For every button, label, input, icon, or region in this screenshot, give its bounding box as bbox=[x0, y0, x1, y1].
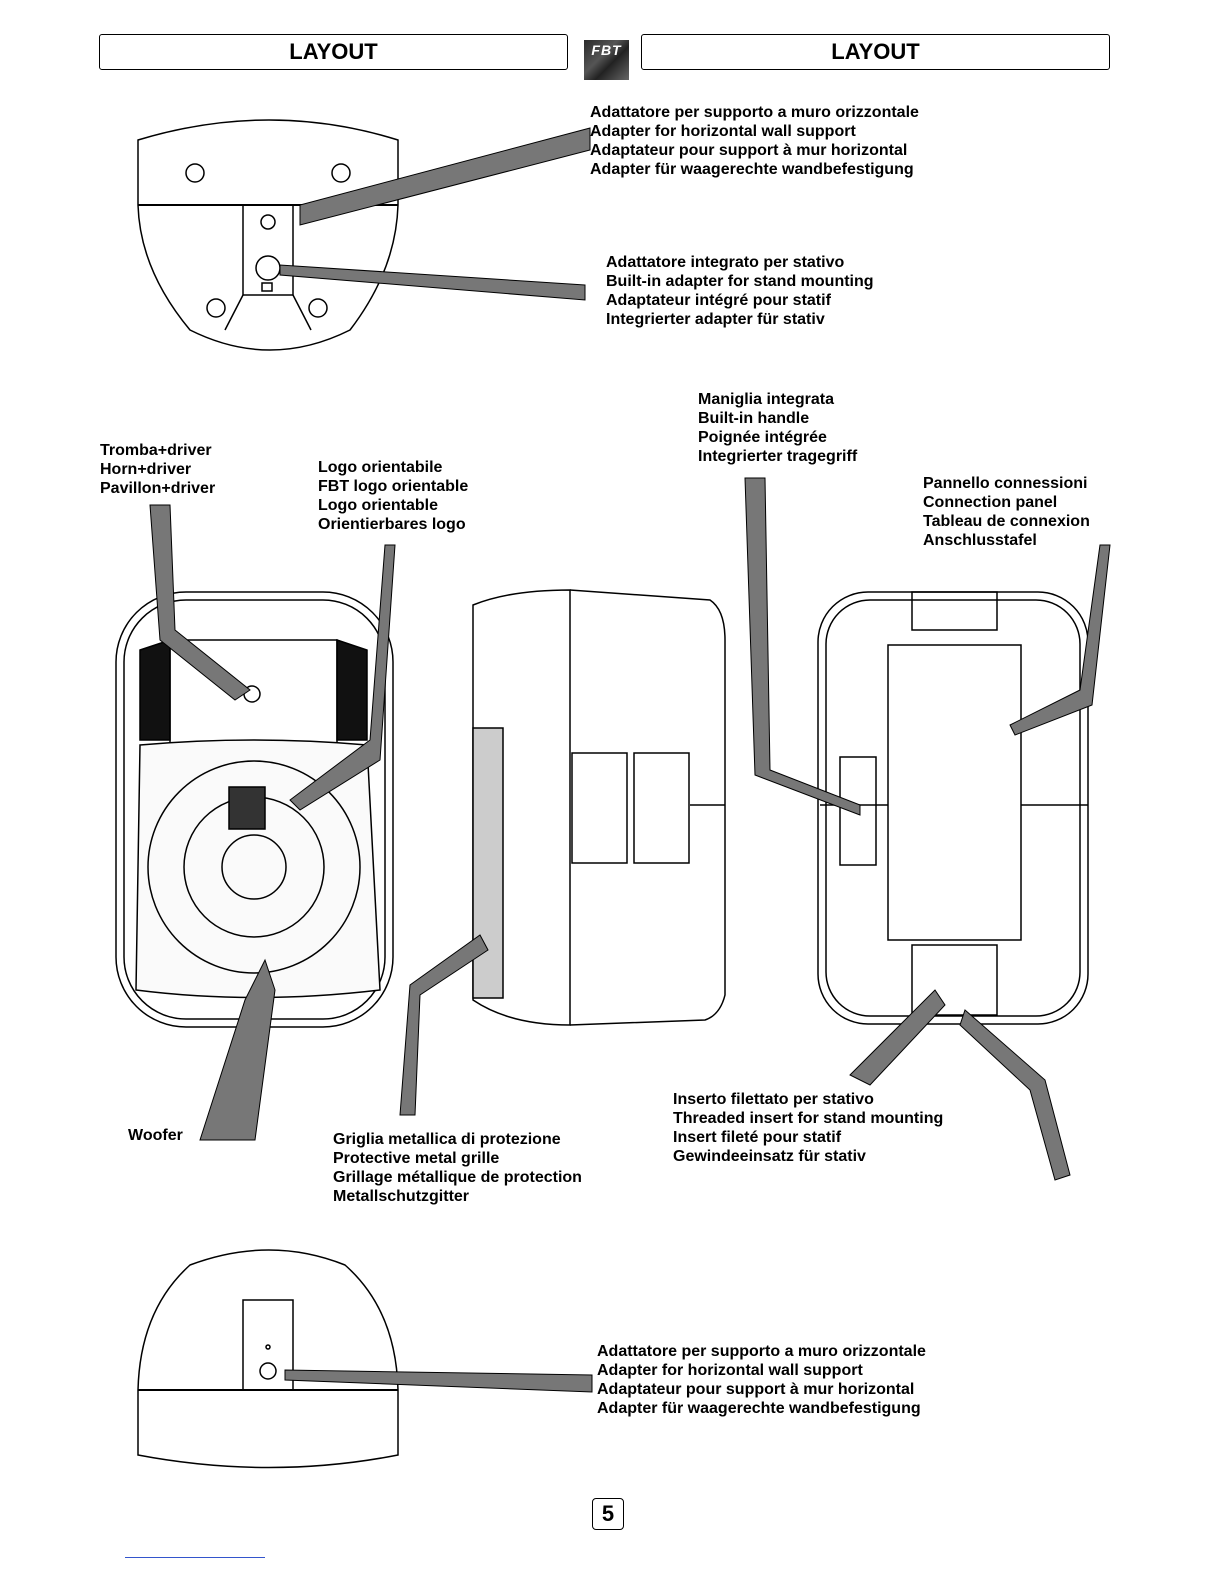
page-number-text: 5 bbox=[601, 1501, 615, 1526]
label-logo: Logo orientabile FBT logo orientable Log… bbox=[318, 458, 468, 534]
label-line: Built-in handle bbox=[698, 410, 810, 427]
arrow-insert-left bbox=[849, 989, 946, 1086]
fbt-logo-text: FBT bbox=[591, 42, 622, 58]
label-line: Logo orientable bbox=[318, 497, 438, 514]
label-line: Maniglia integrata bbox=[698, 391, 835, 408]
arrow-handle bbox=[744, 477, 861, 816]
page-number: 5 bbox=[592, 1498, 624, 1530]
front-view-drawing bbox=[115, 591, 394, 1028]
label-line: Inserto filettato per stativo bbox=[673, 1091, 874, 1108]
footer-line bbox=[125, 1557, 265, 1558]
label-handle: Maniglia integrata Built-in handle Poign… bbox=[698, 390, 857, 466]
label-line: Tableau de connexion bbox=[923, 513, 1090, 530]
label-threaded-insert: Inserto filettato per stativo Threaded i… bbox=[673, 1090, 943, 1166]
label-line: Protective metal grille bbox=[333, 1150, 500, 1167]
label-line: Griglia metallica di protezione bbox=[333, 1131, 561, 1148]
label-line: Built-in adapter for stand mounting bbox=[606, 273, 874, 290]
label-line: Tromba+driver bbox=[100, 442, 212, 459]
label-line: Anschlusstafel bbox=[923, 532, 1037, 549]
label-line: Woofer bbox=[128, 1127, 183, 1144]
label-woofer: Woofer bbox=[128, 1126, 183, 1145]
label-line: Adapter for horizontal wall support bbox=[597, 1362, 863, 1379]
label-grille: Griglia metallica di protezione Protecti… bbox=[333, 1130, 582, 1206]
label-line: Pavillon+driver bbox=[100, 480, 216, 497]
label-line: Adaptateur intégré pour statif bbox=[606, 292, 831, 309]
label-line: Threaded insert for stand mounting bbox=[673, 1110, 944, 1127]
label-line: Orientierbares logo bbox=[318, 516, 466, 533]
label-connection-panel: Pannello connessioni Connection panel Ta… bbox=[923, 474, 1090, 550]
label-line: Integrierter tragegriff bbox=[698, 448, 858, 465]
arrow-insert-right bbox=[959, 1009, 1071, 1181]
label-line: Grillage métallique de protection bbox=[333, 1169, 582, 1186]
header-right: LAYOUT bbox=[641, 34, 1110, 70]
header-left-title: LAYOUT bbox=[289, 39, 378, 64]
header-right-title: LAYOUT bbox=[831, 39, 920, 64]
top-view-drawing bbox=[137, 119, 399, 351]
label-line: Adaptateur pour support à mur horizontal bbox=[597, 1381, 915, 1398]
arrow-wall-bottom bbox=[284, 1369, 593, 1393]
label-horn: Tromba+driver Horn+driver Pavillon+drive… bbox=[100, 441, 215, 498]
label-line: Adattatore integrato per stativo bbox=[606, 254, 845, 271]
side-view-drawing bbox=[472, 589, 726, 1026]
label-line: Adapter for horizontal wall support bbox=[590, 123, 856, 140]
label-line: Connection panel bbox=[923, 494, 1058, 511]
label-line: FBT logo orientable bbox=[318, 478, 469, 495]
label-line: Logo orientabile bbox=[318, 459, 443, 476]
label-line: Metallschutzgitter bbox=[333, 1188, 470, 1205]
arrow-logo bbox=[289, 544, 396, 811]
label-stand-adapter: Adattatore integrato per stativo Built-i… bbox=[606, 253, 874, 329]
fbt-logo: FBT bbox=[584, 40, 629, 80]
label-line: Gewindeeinsatz für stativ bbox=[673, 1148, 866, 1165]
arrow-horn bbox=[149, 504, 251, 701]
arrow-stand-adapter bbox=[279, 264, 586, 301]
label-wall-adapter-top: Adattatore per supporto a muro orizzonta… bbox=[590, 103, 919, 179]
label-line: Integrierter adapter für stativ bbox=[606, 311, 825, 328]
bottom-view-drawing bbox=[137, 1249, 399, 1469]
label-line: Adaptateur pour support à mur horizontal bbox=[590, 142, 908, 159]
label-line: Horn+driver bbox=[100, 461, 192, 478]
arrow-wall-top bbox=[299, 127, 591, 226]
label-line: Insert fileté pour statif bbox=[673, 1129, 842, 1146]
arrow-woofer bbox=[199, 958, 276, 1141]
header-left: LAYOUT bbox=[99, 34, 568, 70]
label-line: Pannello connessioni bbox=[923, 475, 1088, 492]
label-line: Adattatore per supporto a muro orizzonta… bbox=[590, 104, 919, 121]
back-view-drawing bbox=[817, 591, 1089, 1025]
label-wall-adapter-bottom: Adattatore per supporto a muro orizzonta… bbox=[597, 1342, 926, 1418]
arrow-grille bbox=[399, 934, 489, 1116]
label-line: Adapter für waagerechte wandbefestigung bbox=[597, 1400, 921, 1417]
label-line: Adattatore per supporto a muro orizzonta… bbox=[597, 1343, 926, 1360]
label-line: Adapter für waagerechte wandbefestigung bbox=[590, 161, 914, 178]
arrow-connection bbox=[1009, 544, 1111, 736]
label-line: Poignée intégrée bbox=[698, 429, 827, 446]
